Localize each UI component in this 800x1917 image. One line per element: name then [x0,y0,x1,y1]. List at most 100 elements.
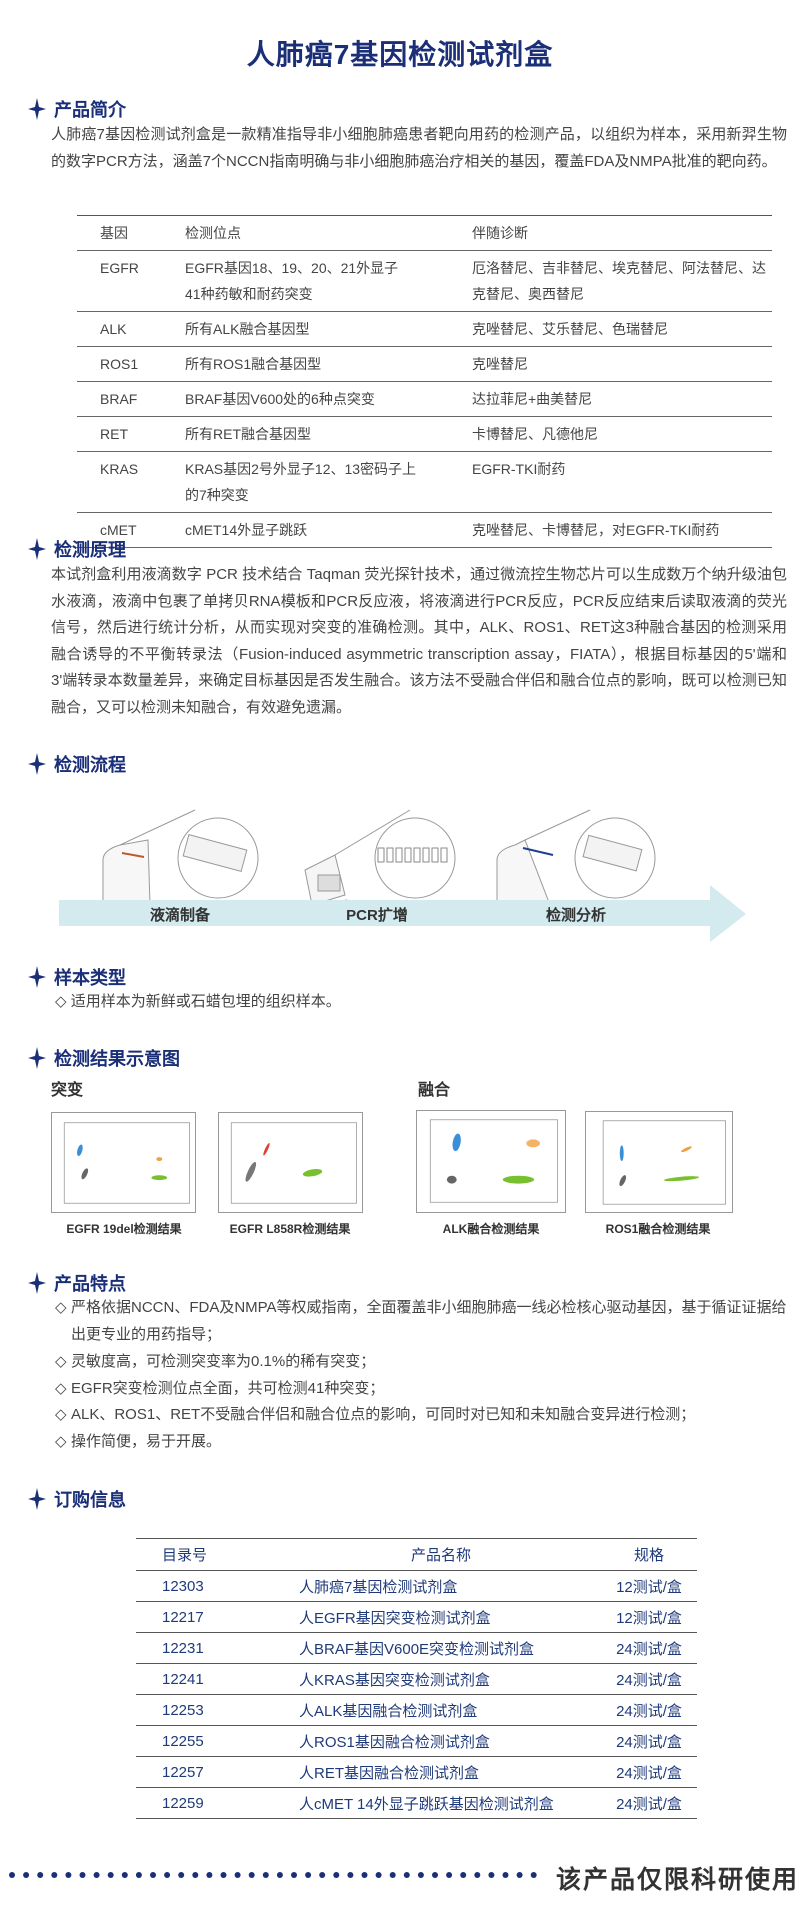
cluster-orange [156,1157,163,1162]
divider-dot [305,1872,312,1878]
section-sample-heading: 样本类型 [28,964,126,990]
sample-text: ◇ 适用样本为新鲜或石蜡包埋的组织样本。 [55,993,341,1010]
divider-dot [121,1872,128,1878]
diamond-icon: ◇ [55,1433,67,1450]
divider-dot [361,1872,368,1878]
divider-dot [474,1872,481,1878]
divider-dot [107,1872,114,1878]
divider-dot [164,1872,171,1878]
cell: 24测试/盒 [601,1632,697,1664]
cell: 24测试/盒 [601,1663,697,1695]
divider-dot [502,1872,509,1878]
cell: EGFR-TKI耐药 [472,451,772,513]
divider-dot [37,1872,44,1878]
divider-dot [178,1872,185,1878]
cell: BRAF [77,381,185,417]
divider-dot [262,1872,269,1878]
cell: 12测试/盒 [601,1601,697,1633]
heading-text: 产品简介 [54,100,126,120]
egfr-19del-plot [51,1112,196,1213]
cell: 人cMET 14外显子跳跃基因检测试剂盒 [281,1787,601,1819]
cell: 人ROS1基因融合检测试剂盒 [281,1725,601,1757]
cell: 克唑替尼 [472,346,772,382]
header-site: 检测位点 [185,215,472,251]
page-title: 人肺癌7基因检测试剂盒 [246,39,554,70]
divider-dot [333,1872,340,1878]
header-catalog: 目录号 [136,1538,281,1571]
section-results-heading: 检测结果示意图 [28,1045,180,1071]
heading-text: 订购信息 [54,1490,126,1510]
cell: 达拉菲尼+曲美替尼 [472,381,772,417]
feature-text: 灵敏度高，可检测突变率为0.1%的稀有突变； [71,1353,376,1370]
workflow-arrow [59,885,746,942]
divider-dot [65,1872,72,1878]
divider-dot [79,1872,86,1878]
diamond-icon: ◇ [55,1353,67,1370]
cell: KRAS [77,451,185,513]
divider-dot [9,1872,15,1878]
section-workflow-heading: 检测流程 [28,751,126,777]
section-principle-heading: 检测原理 [28,536,126,562]
cluster-green [502,1175,535,1184]
divider-dot [291,1872,297,1878]
diamond-icon: ◇ [55,1406,67,1423]
cluster-green [663,1176,700,1182]
feature-text: EGFR突变检测位点全面，共可检测41种突变； [71,1380,385,1397]
divider-dot [516,1872,523,1878]
cell: 12255 [136,1725,281,1757]
pcr-instrument-illustration [304,809,456,909]
cell: 克唑替尼、卡博替尼，对EGFR-TKI耐药 [472,512,772,548]
feature-text: ALK、ROS1、RET不受融合伴侣和融合位点的影响，可同时对已知和未知融合变异… [71,1406,696,1423]
divider-dot [234,1872,241,1878]
divider-dot [51,1872,58,1878]
cell: 12253 [136,1694,281,1726]
divider-dot [206,1872,213,1878]
cell: ROS1 [77,346,185,382]
divider-dot [192,1872,199,1878]
section-features-heading: 产品特点 [28,1270,126,1296]
divider-dot [93,1872,100,1878]
group-mutation-label: 突变 [51,1082,84,1099]
heading-text: 样本类型 [54,968,126,988]
divider-dot [403,1872,410,1878]
diamond-icon: ◇ [55,1299,67,1316]
group-fusion-label: 融合 [418,1082,451,1099]
header-spec: 规格 [601,1538,697,1571]
cell: 所有RET融合基因型 [185,416,472,452]
cell: 24测试/盒 [601,1694,697,1726]
star-icon [28,1047,46,1069]
cell: 12241 [136,1663,281,1695]
cluster-red [263,1143,270,1156]
divider-dot [446,1872,453,1878]
cluster-gray [245,1161,257,1182]
header-product: 产品名称 [281,1538,601,1571]
feature-item: ◇ALK、ROS1、RET不受融合伴侣和融合位点的影响，可同时对已知和未知融合变… [55,1402,790,1429]
section-intro-heading: 产品简介 [28,96,126,122]
divider-dot [135,1872,142,1878]
heading-text: 检测原理 [54,540,126,560]
caption-ros1: ROS1融合检测结果 [605,1222,711,1236]
cell: 人EGFR基因突变检测试剂盒 [281,1601,601,1633]
cell: cMET14外显子跳跃 [185,512,472,548]
section-order-heading: 订购信息 [28,1486,126,1512]
cell: 24测试/盒 [601,1725,697,1757]
cell: 人BRAF基因V600E突变检测试剂盒 [281,1632,601,1664]
divider-dot [23,1872,30,1878]
cluster-green [302,1169,323,1177]
header-diagnosis: 伴随诊断 [472,215,772,251]
ros1-fusion-plot [585,1111,733,1213]
divider-dot [488,1872,495,1878]
star-icon [28,753,46,775]
